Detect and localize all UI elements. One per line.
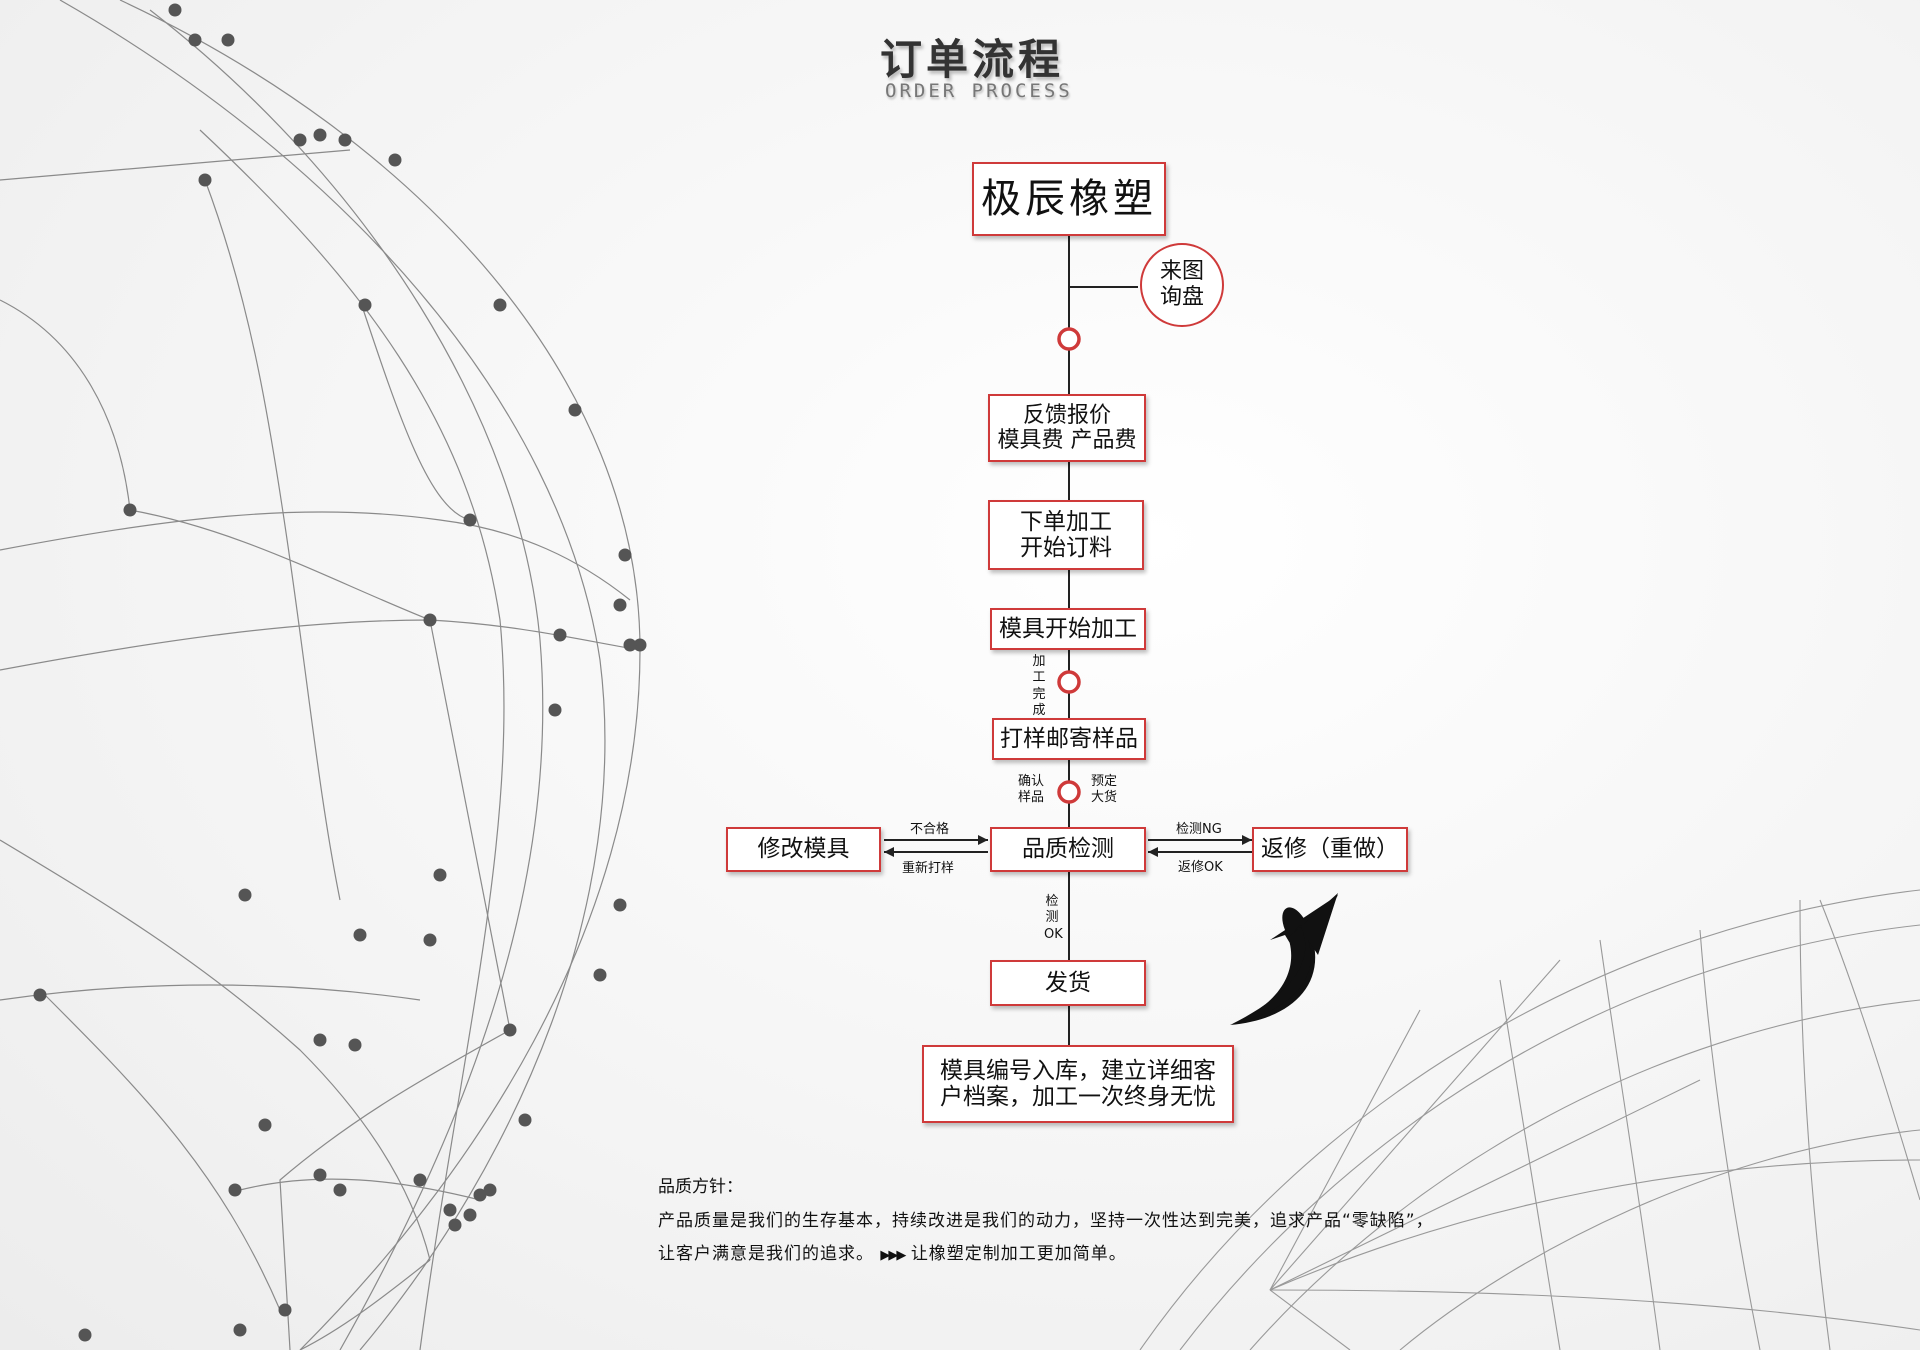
globe-node bbox=[221, 33, 235, 47]
check-ok-label: 检测OK bbox=[1044, 894, 1063, 942]
node-circle-1 bbox=[1057, 327, 1081, 351]
globe-node bbox=[333, 1183, 347, 1197]
globe-node bbox=[123, 503, 137, 517]
globe-node bbox=[463, 1208, 477, 1222]
globe-node bbox=[443, 1203, 457, 1217]
archive-label: 模具编号入库，建立详细客 户档案，加工一次终身无忧 bbox=[940, 1057, 1216, 1110]
quote-label: 反馈报价 模具费 产品费 bbox=[997, 402, 1137, 453]
resample-label: 重新打样 bbox=[902, 861, 955, 876]
globe-node bbox=[313, 128, 327, 142]
globe-node bbox=[413, 1173, 427, 1187]
quality-heading: 品质方针： bbox=[658, 1177, 743, 1197]
quote-box: 反馈报价 模具费 产品费 bbox=[988, 394, 1146, 462]
globe-node bbox=[493, 298, 507, 312]
globe-node bbox=[338, 133, 352, 147]
mold-start-box: 模具开始加工 bbox=[990, 608, 1146, 650]
globe-node bbox=[358, 298, 372, 312]
globe-node bbox=[353, 928, 367, 942]
ship-box: 发货 bbox=[990, 960, 1146, 1006]
globe-node bbox=[593, 968, 607, 982]
globe-node bbox=[388, 153, 402, 167]
brand-box: 极辰橡塑 bbox=[972, 162, 1166, 236]
quality-line-2-text: 让客户满意是我们的追求。 bbox=[658, 1244, 874, 1264]
archive-box: 模具编号入库，建立详细客 户档案，加工一次终身无忧 bbox=[922, 1045, 1234, 1123]
fail-label: 不合格 bbox=[910, 822, 950, 837]
qc-box: 品质检测 bbox=[990, 827, 1146, 872]
inquiry-circle: 来图 询盘 bbox=[1140, 243, 1224, 327]
globe-node bbox=[633, 638, 647, 652]
globe-node bbox=[623, 638, 637, 652]
globe-node bbox=[483, 1183, 497, 1197]
modify-label: 修改模具 bbox=[757, 836, 850, 863]
globe-node bbox=[618, 548, 632, 562]
globe-node bbox=[463, 513, 477, 527]
quality-line-1: 产品质量是我们的生存基本，持续改进是我们的动力，坚持一次性达到完美，追求产品“零… bbox=[658, 1211, 1434, 1231]
node-circle-3 bbox=[1057, 780, 1081, 804]
node-circle-2 bbox=[1057, 670, 1081, 694]
modify-box: 修改模具 bbox=[726, 827, 881, 872]
rework-label: 返修（重做） bbox=[1261, 836, 1399, 863]
globe-node bbox=[33, 988, 47, 1002]
globe-node bbox=[448, 1218, 462, 1232]
globe-node bbox=[278, 1303, 292, 1317]
globe-node bbox=[433, 868, 447, 882]
order-box: 下单加工 开始订料 bbox=[988, 500, 1144, 570]
quality-line-2: 让客户满意是我们的追求。 ▶▶▶ 让橡塑定制加工更加简单。 bbox=[658, 1239, 1127, 1264]
ship-label: 发货 bbox=[1045, 969, 1091, 996]
globe-node bbox=[548, 703, 562, 717]
order-label: 下单加工 开始订料 bbox=[1020, 508, 1112, 561]
globe-node bbox=[188, 33, 202, 47]
globe-node bbox=[613, 598, 627, 612]
confirm-label: 确认 样品 bbox=[1018, 774, 1045, 805]
globe-node bbox=[473, 1188, 487, 1202]
globe-node bbox=[258, 1118, 272, 1132]
globe-node bbox=[613, 898, 627, 912]
globe-node bbox=[233, 1323, 247, 1337]
globe-node bbox=[238, 888, 252, 902]
page-subtitle: ORDER PROCESS bbox=[885, 80, 1073, 102]
rework-ok-label: 返修OK bbox=[1178, 860, 1223, 875]
rework-box: 返修（重做） bbox=[1252, 827, 1408, 872]
done-label: 加工完成 bbox=[1032, 654, 1046, 718]
globe-node bbox=[423, 933, 437, 947]
ng-label: 检测NG bbox=[1176, 822, 1222, 837]
left-globe-nodes bbox=[33, 3, 647, 1342]
bulk-label: 预定 大货 bbox=[1091, 774, 1118, 805]
globe-node bbox=[313, 1168, 327, 1182]
brand-label: 极辰橡塑 bbox=[981, 176, 1157, 222]
globe-node bbox=[348, 1038, 362, 1052]
globe-node bbox=[503, 1023, 517, 1037]
globe-node bbox=[168, 3, 182, 17]
globe-node bbox=[423, 613, 437, 627]
page-title: 订单流程 bbox=[880, 35, 1065, 84]
quality-line-2-tail: 让橡塑定制加工更加简单。 bbox=[910, 1244, 1127, 1264]
sample-box: 打样邮寄样品 bbox=[992, 718, 1146, 760]
globe-node bbox=[228, 1183, 242, 1197]
globe-node bbox=[78, 1328, 92, 1342]
globe-node bbox=[518, 1113, 532, 1127]
right-wireframe-globe bbox=[1139, 889, 1920, 1350]
mold-start-label: 模具开始加工 bbox=[999, 615, 1137, 642]
globe-node bbox=[313, 1033, 327, 1047]
globe-node bbox=[198, 173, 212, 187]
sample-label: 打样邮寄样品 bbox=[1000, 725, 1138, 752]
globe-node bbox=[568, 403, 582, 417]
globe-node bbox=[293, 133, 307, 147]
triple-arrow-icon: ▶▶▶ bbox=[880, 1248, 906, 1263]
globe-node bbox=[553, 628, 567, 642]
left-wireframe-globe bbox=[0, 0, 641, 1350]
qc-label: 品质检测 bbox=[1022, 836, 1114, 863]
